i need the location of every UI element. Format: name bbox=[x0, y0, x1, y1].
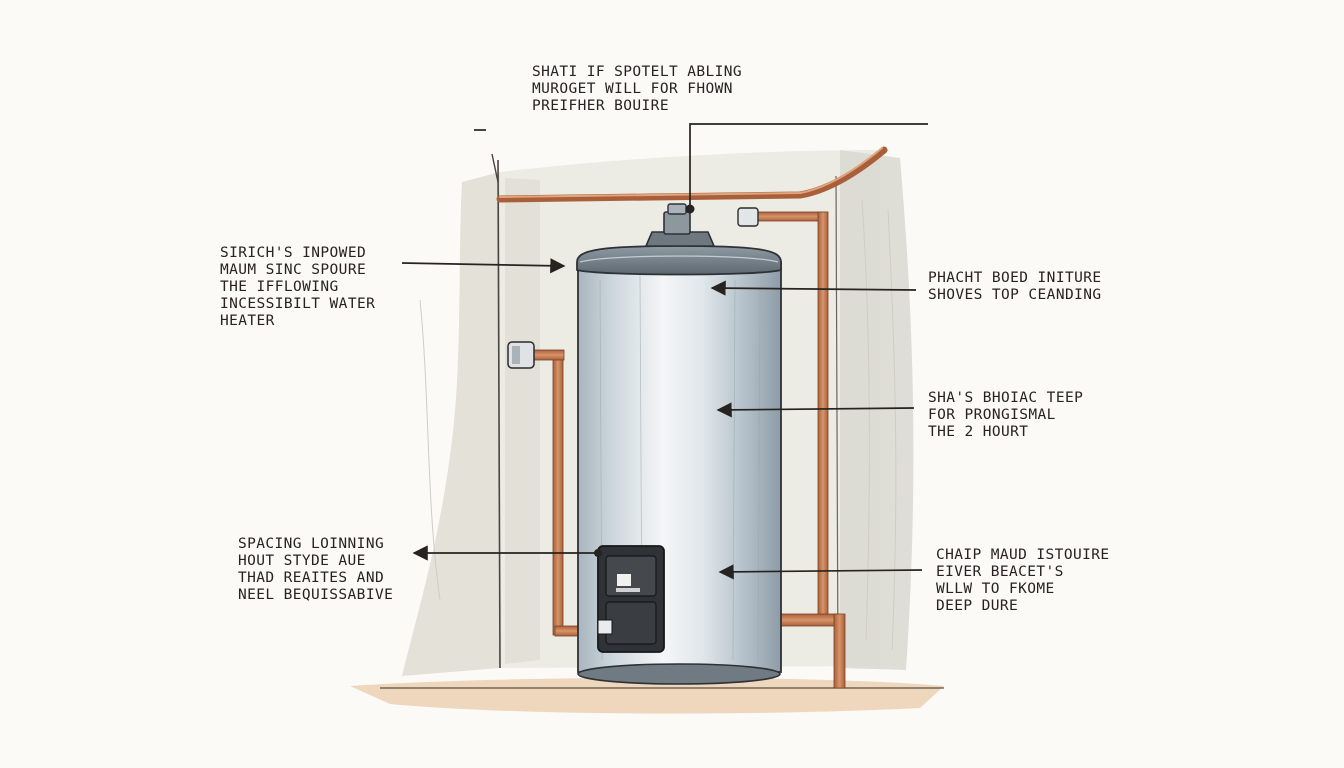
leader-lines bbox=[401, 123, 928, 580]
callout-line: THE 2 HOURT bbox=[928, 424, 1029, 440]
alcove-shadow-left bbox=[402, 172, 500, 676]
callout-line: SPACING LOINNING bbox=[238, 536, 385, 552]
alcove-shadow-right bbox=[840, 150, 914, 670]
callout-line: NEEL BEQUISSABIVE bbox=[238, 587, 394, 603]
callout-line: CHAIP MAUD ISTOUIRE bbox=[936, 547, 1110, 563]
tank-streaks bbox=[599, 274, 761, 663]
leader-upper-right bbox=[710, 280, 917, 296]
leader-upper-left bbox=[401, 258, 566, 274]
leader-top-dot bbox=[685, 204, 695, 214]
callout-line: SHA'S BHOIAC TEEP bbox=[928, 390, 1084, 406]
alcove-right-edge bbox=[835, 175, 839, 669]
callout-line: SHOVES TOP CEANDING bbox=[928, 287, 1102, 303]
callout-line: INCESSIBILT WATER bbox=[220, 296, 376, 312]
right-top-fitting bbox=[737, 207, 759, 227]
leader-middle-right bbox=[716, 402, 915, 418]
callout-line: EIVER BEACET'S bbox=[936, 564, 1064, 580]
left-valve-fitting bbox=[507, 341, 535, 369]
floor bbox=[350, 677, 944, 714]
leader-lower-left-dot bbox=[594, 549, 602, 557]
callout-line: FOR PRONGISMAL bbox=[928, 407, 1056, 423]
ceiling-pipe bbox=[496, 146, 888, 203]
top-cone bbox=[644, 231, 716, 247]
callout-line: WLLW TO FKOME bbox=[936, 581, 1055, 597]
callout-line: DEEP DURE bbox=[936, 598, 1019, 614]
tank-base bbox=[577, 663, 781, 685]
alcove-inner-shadow bbox=[505, 178, 540, 664]
water-heater-tank bbox=[576, 203, 782, 685]
leader-top bbox=[689, 123, 928, 208]
callout-line: SIRICH'S INPOWED bbox=[220, 245, 367, 261]
callout-line: PREIFHER BOUIRE bbox=[532, 98, 669, 114]
relief-valve bbox=[663, 211, 691, 235]
callout-line: SHATI IF SPOTELT ABLING bbox=[532, 64, 742, 80]
callout-line: THE IFFLOWING bbox=[220, 279, 339, 295]
callout-line: MUROGET WILL FOR FHOWN bbox=[532, 81, 733, 97]
callout-line: HEATER bbox=[220, 313, 275, 329]
alcove-left-edge-top bbox=[491, 153, 499, 183]
tank-top-cap bbox=[576, 245, 782, 276]
callout-line: THAD REAITES AND bbox=[238, 570, 385, 586]
callout-line: HOUT STYDE AUE bbox=[238, 553, 366, 569]
leader-lower-right bbox=[718, 564, 923, 580]
alcove-left-edge bbox=[497, 159, 501, 669]
callout-line: PHACHT BOED INITURE bbox=[928, 270, 1102, 286]
control-box bbox=[597, 545, 665, 653]
callout-line: MAUM SINC SPOURE bbox=[220, 262, 367, 278]
